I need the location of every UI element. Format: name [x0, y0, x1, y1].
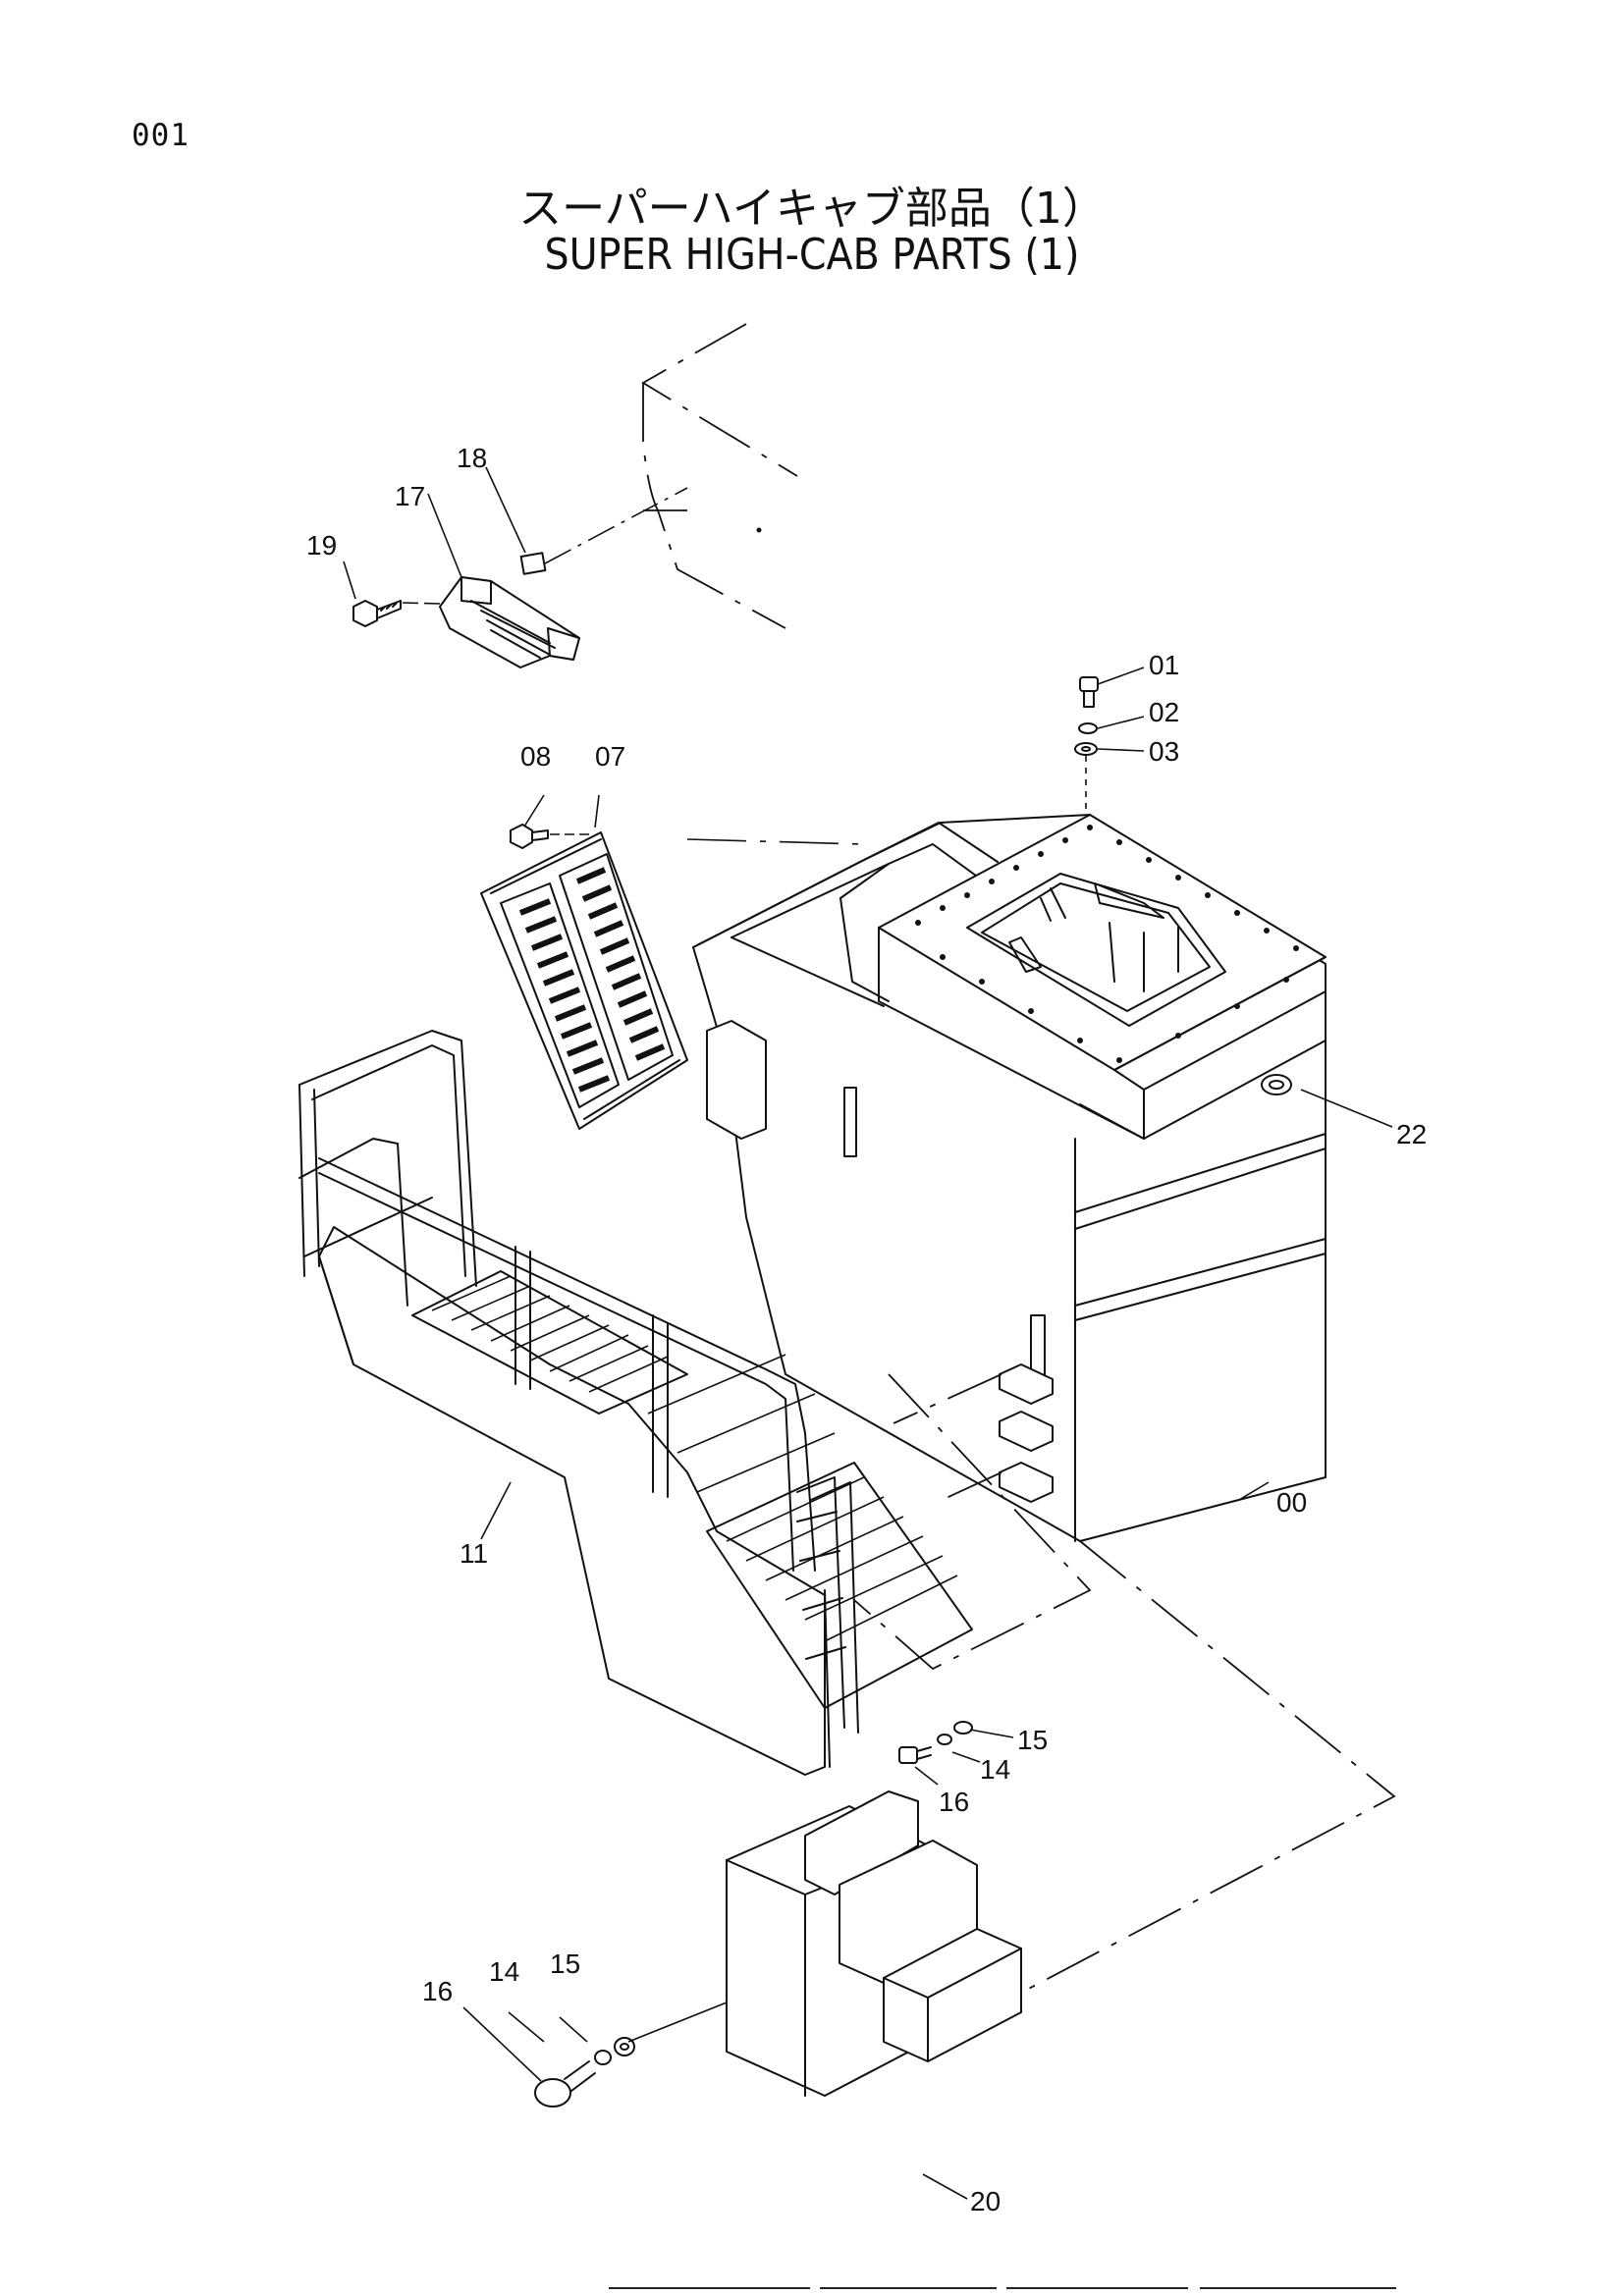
- bolt-washer-set-lower: [534, 2002, 728, 2108]
- step-bracket-part-17: [439, 576, 580, 668]
- callout-02: 02: [1149, 697, 1179, 727]
- lock-washer-part-02: [1078, 722, 1098, 734]
- cab-body-part-00: [686, 814, 1326, 1542]
- callout-00: 00: [1276, 1487, 1307, 1518]
- callout-16-upper: 16: [939, 1787, 969, 1817]
- callout-07: 07: [595, 741, 625, 772]
- callout-18: 18: [457, 443, 487, 473]
- callout-17: 17: [395, 481, 425, 511]
- callout-03: 03: [1149, 736, 1179, 767]
- footer-rule: [609, 2287, 810, 2289]
- callout-01: 01: [1149, 650, 1179, 680]
- cab-phantom-outline: [641, 323, 798, 629]
- callout-14-lower: 14: [489, 1956, 519, 1987]
- washer-part-03: [1074, 742, 1098, 823]
- callout-22: 22: [1396, 1119, 1427, 1149]
- box-part-20: [726, 1790, 1022, 2097]
- phantom-connection-lines: [853, 1373, 1396, 1994]
- bolt-part-01: [1079, 676, 1099, 708]
- callout-15-lower: 15: [550, 1949, 580, 1979]
- walkway-platform-part-11: [298, 1030, 973, 1776]
- callout-11: 11: [460, 1538, 488, 1569]
- page-title-english: SUPER HIGH-CAB PARTS (1): [544, 230, 1080, 280]
- callout-14-upper: 14: [980, 1754, 1010, 1785]
- bolt-washer-set-upper: [898, 1721, 973, 1764]
- callout-20: 20: [970, 2186, 1001, 2216]
- louver-cover-part-07: [480, 831, 688, 1130]
- page-number: 001: [132, 118, 189, 153]
- page-title-japanese: スーパーハイキャブ部品（1）: [518, 184, 1106, 234]
- footer-rule: [820, 2287, 997, 2289]
- bolt-part-19: [352, 600, 441, 627]
- callout-19: 19: [306, 530, 337, 561]
- bolt-part-08: [510, 824, 589, 849]
- callout-08: 08: [520, 741, 551, 772]
- footer-rule: [1006, 2287, 1188, 2289]
- footer-rule: [1200, 2287, 1396, 2289]
- nut-part-18: [519, 487, 688, 575]
- leader-lines: [343, 466, 1393, 2200]
- callout-labels: 00 01 02 03 07 08 11 14 15 16 14 15 16 1…: [306, 443, 1427, 2216]
- callout-15-upper: 15: [1017, 1725, 1048, 1755]
- callout-16-lower: 16: [422, 1976, 453, 2006]
